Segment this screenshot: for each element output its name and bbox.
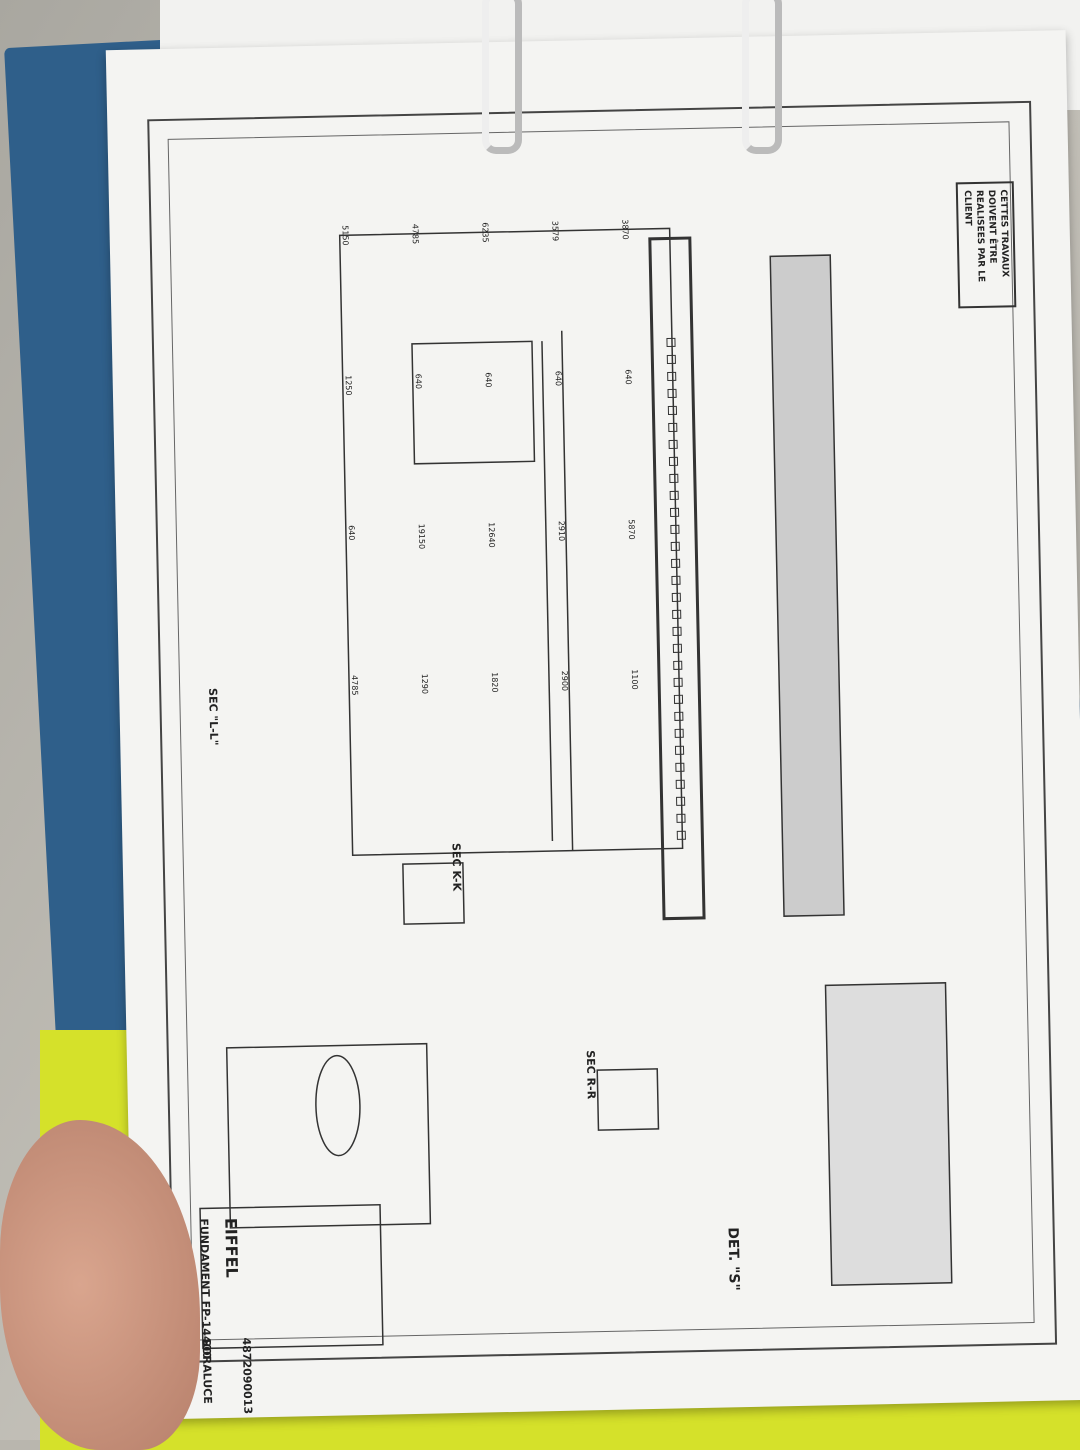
anchor-bolt <box>673 660 683 670</box>
binder-ring <box>482 0 522 154</box>
anchor-bolt <box>671 592 681 602</box>
anchor-bolt <box>671 558 681 568</box>
foundation-outline <box>338 227 684 856</box>
anchor-bolt <box>667 388 677 399</box>
dimension-label: 1250 <box>343 375 354 396</box>
anchor-bolt <box>675 779 685 789</box>
dimension-label: 640 <box>483 372 493 388</box>
dimension-label: 1100 <box>629 669 640 690</box>
anchor-bolt <box>672 626 682 636</box>
anchor-bolt <box>675 762 685 772</box>
section-profile <box>769 254 845 917</box>
detail-s-hatch <box>824 982 953 1287</box>
anchor-bolt <box>667 405 678 416</box>
dimension-label: 12640 <box>486 522 497 548</box>
anchor-bolt <box>666 337 676 348</box>
dimension-label: 1820 <box>489 672 500 693</box>
anchor-bolt <box>670 541 680 551</box>
section-rr-label: SEC R-R <box>583 1050 598 1100</box>
section-kk-detail <box>402 862 465 925</box>
brand-name: SORALUCE <box>199 1338 215 1404</box>
anchor-bolt <box>669 490 679 500</box>
dimension-label: 640 <box>346 525 357 541</box>
binder-ring <box>742 0 782 154</box>
dimension-label: 640 <box>413 373 423 390</box>
dimension-label: 5150 <box>340 225 350 246</box>
dimension-label: 4785 <box>349 675 360 696</box>
anchor-bolt <box>668 422 678 433</box>
section-ll-label: SEC "L-L" <box>206 687 221 746</box>
title-block <box>199 1203 384 1350</box>
anchor-bolt <box>672 643 683 653</box>
foundation-drawing <box>199 227 953 1350</box>
dimension-label: 640 <box>623 369 633 385</box>
pit-plan <box>411 340 536 465</box>
anchor-bolt <box>673 694 684 704</box>
drawing-number: 4872090013 <box>239 1337 255 1415</box>
anchor-bolt <box>674 728 684 738</box>
client-work-note: CETTES TRAVAUX DOIVENT ÊTRE REALISEES PA… <box>955 181 1017 309</box>
wall-strip <box>648 236 706 921</box>
dimension-label: 640 <box>553 370 563 387</box>
dimension-label: 5870 <box>626 519 637 540</box>
anchor-bolt <box>671 575 681 585</box>
anchor-bolt <box>666 354 676 365</box>
anchor-bolt <box>674 745 685 755</box>
anchor-bolt <box>668 439 678 449</box>
section-rr-detail <box>596 1068 660 1131</box>
anchor-bolt <box>672 609 682 619</box>
anchor-bolt <box>673 677 683 687</box>
dimension-label: 3870 <box>620 219 630 240</box>
dimension-label: 1290 <box>419 673 430 695</box>
ring-detail <box>315 1054 361 1157</box>
dimension-label: 19150 <box>416 523 427 550</box>
dimension-label: 2900 <box>559 670 570 692</box>
dimension-label: 6235 <box>480 222 490 243</box>
notes-box <box>225 1042 432 1229</box>
anchor-bolt <box>668 456 679 466</box>
dimension-label: 2910 <box>556 520 567 542</box>
anchor-bolt <box>676 830 686 840</box>
anchor-bolt <box>676 796 686 806</box>
anchor-bolt <box>676 813 686 823</box>
dimension-label: 4785 <box>410 223 420 245</box>
anchor-bolt <box>667 371 677 382</box>
anchor-bolt <box>669 473 679 483</box>
anchor-bolt <box>669 507 680 517</box>
drawing-sheet: CETTES TRAVAUX DOIVENT ÊTRE REALISEES PA… <box>105 30 1080 1420</box>
dimension-label: 3579 <box>550 220 560 242</box>
anchor-bolt <box>674 711 684 721</box>
anchor-bolt <box>670 524 680 534</box>
company-name: EIFFEL <box>221 1217 242 1278</box>
section-kk-label: SEC K-K <box>449 842 464 892</box>
detail-s-label: DET. "S" <box>724 1227 742 1291</box>
anchor-points <box>666 337 686 840</box>
